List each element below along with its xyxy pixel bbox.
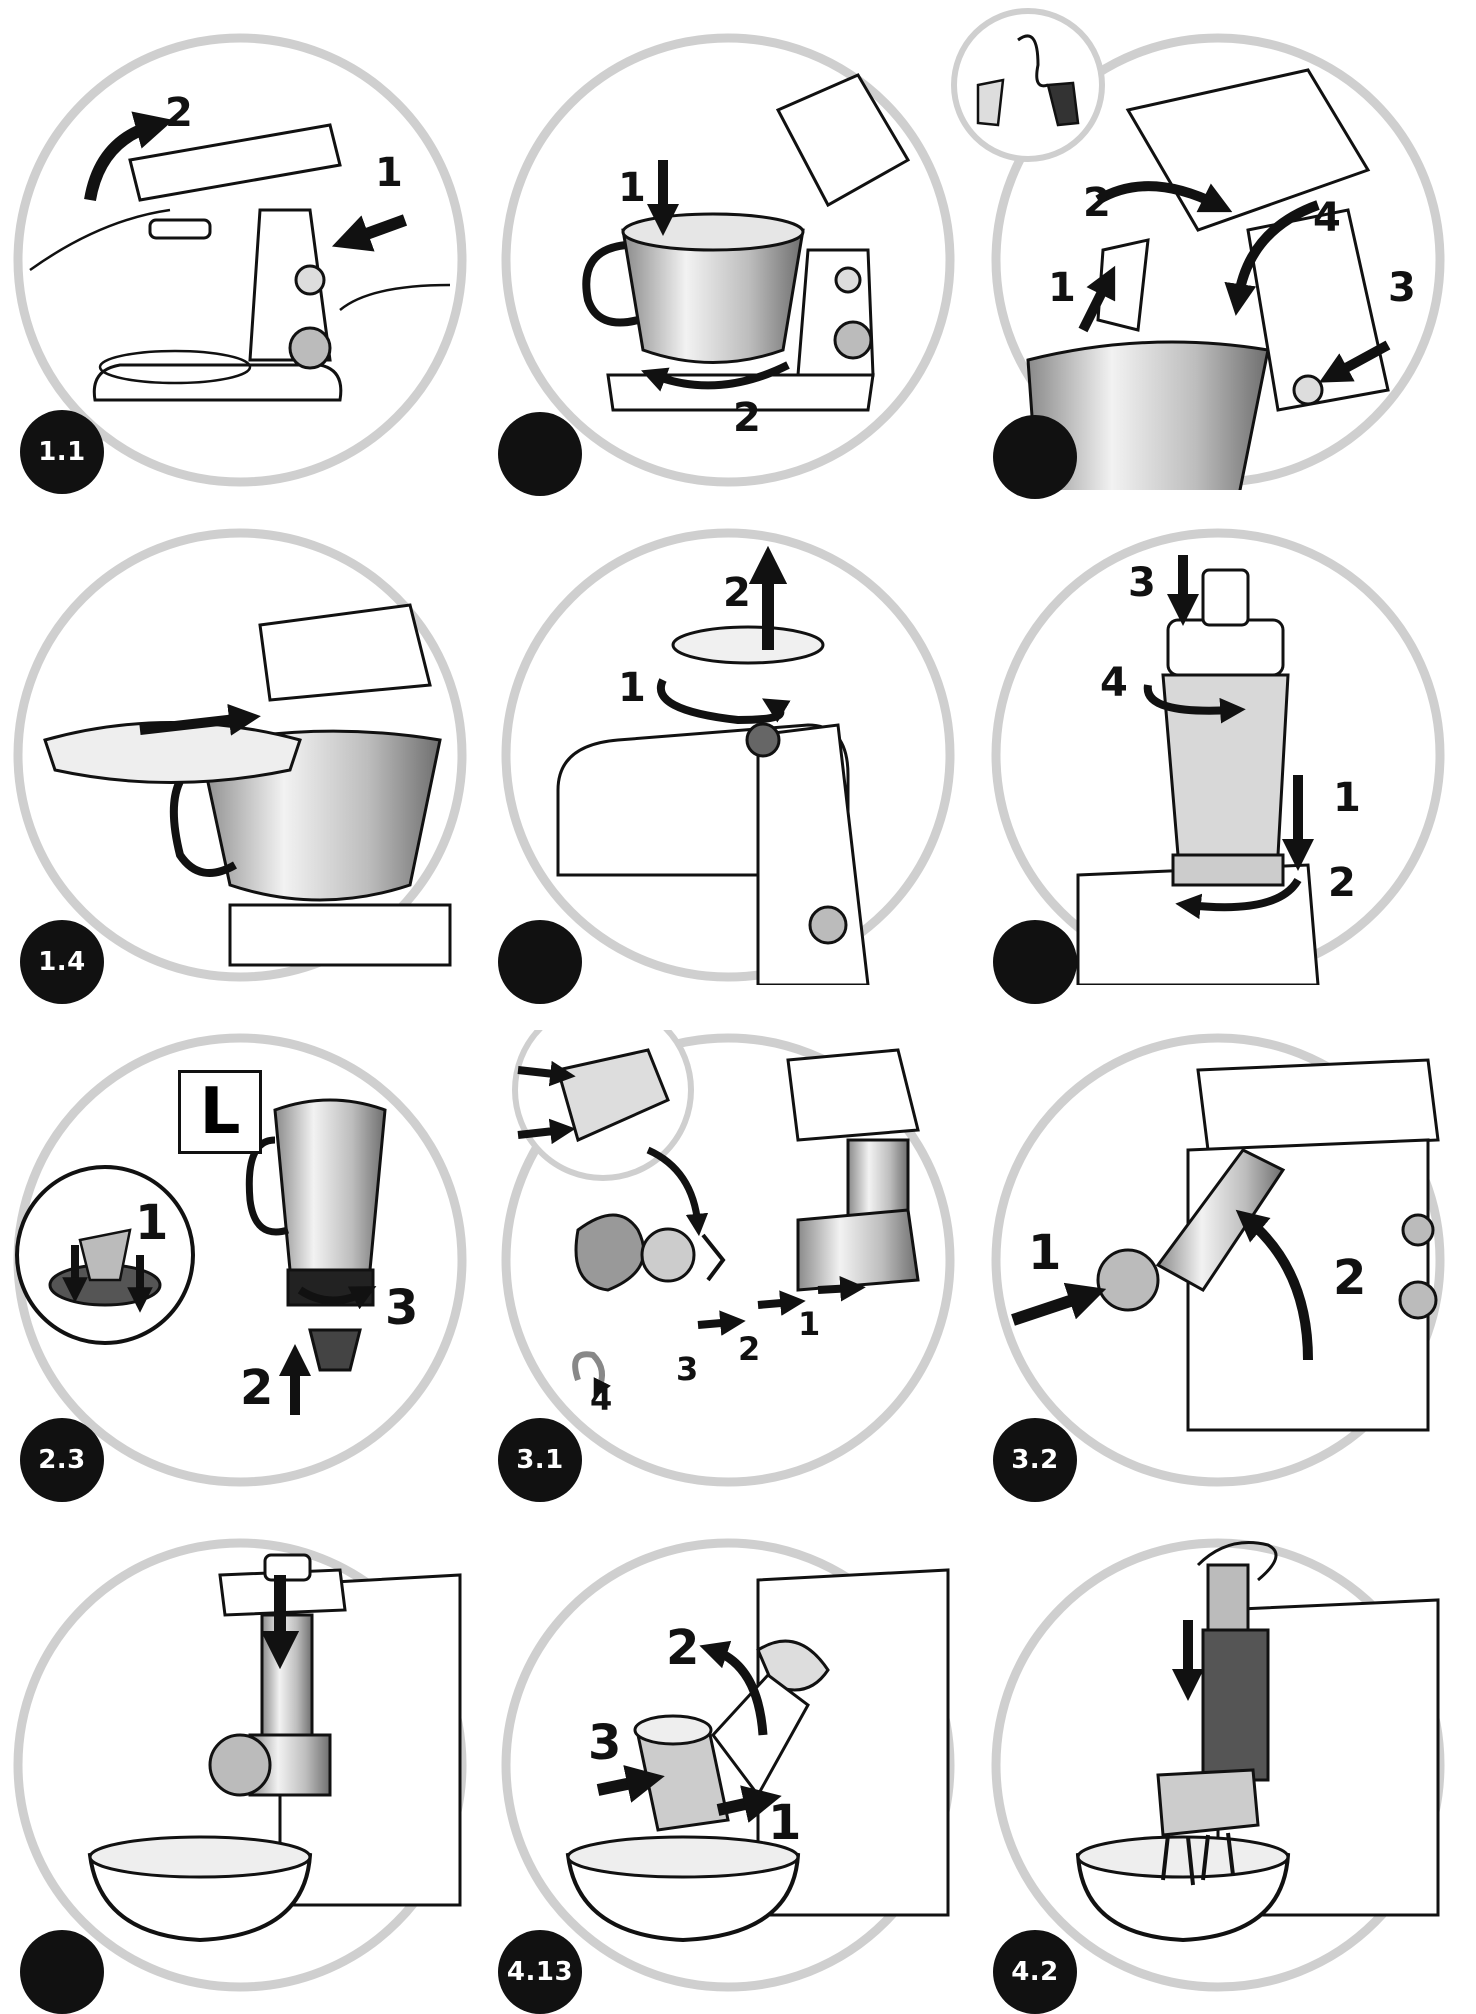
callout-4: 4	[1313, 195, 1341, 241]
step-badge	[498, 412, 582, 496]
step-panel-10	[10, 1535, 470, 2014]
callout-2: 2	[738, 1330, 761, 1368]
step-badge: 1.1	[20, 410, 104, 494]
drum-grater-illustration	[501, 1538, 955, 1992]
drum-grater-illustration	[991, 1538, 1445, 1992]
meat-grinder-illustration	[991, 1033, 1445, 1487]
callout-2: 2	[666, 1620, 700, 1676]
step-badge: 4.13	[498, 1930, 582, 2014]
mixing-bowl-illustration	[13, 528, 467, 982]
callout-2: 2	[1333, 1250, 1367, 1306]
callout-2: 2	[723, 570, 751, 616]
meat-grinder-illustration	[501, 1030, 955, 1487]
callout-1: 1	[618, 665, 646, 711]
callout-1: 1	[375, 150, 403, 196]
step-panel-9: 1 2 3.2	[988, 1030, 1448, 1502]
step-badge: 3.1	[498, 1418, 582, 1502]
callout-2: 2	[165, 90, 193, 136]
callout-3: 3	[385, 1280, 419, 1336]
callout-3: 3	[676, 1350, 699, 1388]
mixing-bowl-illustration	[501, 33, 955, 487]
step-panel-3: 2 4 1 3	[951, 8, 1448, 499]
callout-2: 2	[733, 395, 761, 441]
size-label-box: L	[178, 1070, 262, 1154]
step-badge	[993, 415, 1077, 499]
callout-1: 1	[135, 1195, 169, 1251]
callout-1: 1	[798, 1305, 821, 1343]
step-panel-12: 4.2	[988, 1535, 1448, 2014]
callout-1: 1	[768, 1795, 802, 1851]
step-panel-11: 2 3 1 4.13	[498, 1535, 958, 2014]
blender-jar-illustration	[13, 1033, 467, 1487]
callout-1: 1	[1028, 1225, 1062, 1281]
step-panel-1: 2 1 1.1	[10, 30, 470, 494]
callout-1: 1	[1048, 265, 1076, 311]
callout-2: 2	[1328, 860, 1356, 906]
blender-jar-illustration	[991, 528, 1445, 985]
stand-mixer-illustration	[991, 33, 1445, 490]
step-badge	[498, 920, 582, 1004]
callout-2: 2	[1083, 180, 1111, 226]
step-badge	[993, 920, 1077, 1004]
meat-grinder-illustration	[13, 1538, 467, 1992]
callout-3: 3	[1388, 265, 1416, 311]
step-badge: 3.2	[993, 1418, 1077, 1502]
step-badge: 4.2	[993, 1930, 1077, 2014]
step-panel-8: 1 2 3 4 3.1	[498, 1030, 958, 1502]
callout-1: 1	[1333, 775, 1361, 821]
step-badge: 1.4	[20, 920, 104, 1004]
step-panel-2: 1 2	[498, 30, 958, 496]
stand-mixer-illustration	[13, 33, 467, 487]
stand-mixer-illustration	[501, 528, 955, 985]
step-panel-7: L 1 2 3 2.3	[10, 1030, 470, 1502]
callout-4: 4	[590, 1380, 613, 1418]
callout-3: 3	[588, 1715, 622, 1771]
callout-1: 1	[618, 165, 646, 211]
callout-3: 3	[1128, 560, 1156, 606]
step-panel-4: 1.4	[10, 525, 470, 1004]
callout-4: 4	[1100, 660, 1128, 706]
accessories-inset-icon	[951, 8, 1105, 162]
step-panel-6: 3 4 1 2	[988, 525, 1448, 1004]
callout-2: 2	[240, 1360, 274, 1416]
step-badge: 2.3	[20, 1418, 104, 1502]
step-panel-5: 2 1	[498, 525, 958, 1004]
step-badge	[20, 1930, 104, 2014]
